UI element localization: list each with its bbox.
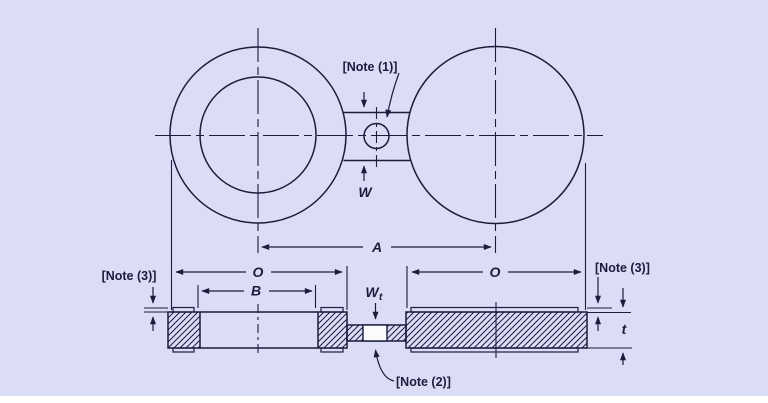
wt-dim-label: W: [365, 284, 380, 300]
web-bolt-slot: [362, 324, 388, 342]
w-dim-label: W: [358, 184, 373, 200]
note-3-left-label: [Note (3)]: [102, 269, 157, 283]
dimensions: A O O B W t [Note (3)] [Note (3)]: [102, 160, 650, 389]
note-1-label: [Note (1)]: [343, 60, 398, 74]
note-1-leader-arrow: [385, 72, 400, 118]
spacer-outer-circle: [169, 46, 347, 224]
left-o-dim-label: O: [253, 264, 264, 280]
note-2-leader-arrow: [373, 349, 395, 382]
note-3-right-label: [Note (3)]: [595, 261, 650, 275]
blank-outer-circle: [406, 45, 585, 225]
a-dim-label: A: [371, 239, 382, 255]
right-o-dim-label: O: [490, 264, 501, 280]
wt-dim-label-sub: t: [379, 292, 383, 303]
top-view: [Note (1)] W: [155, 28, 603, 253]
spacer-section-right-block: [317, 311, 348, 349]
bolt-hole-circle: [363, 122, 390, 150]
spacer-bore-circle: [199, 76, 317, 194]
t-dim-label: t: [622, 321, 628, 337]
note-2-label: [Note (2)]: [396, 375, 451, 389]
b-dim-label: B: [251, 283, 261, 299]
spacer-section-left-block: [167, 311, 201, 349]
section-view: [167, 302, 588, 358]
bottom-edge-strip: [0, 396, 768, 403]
